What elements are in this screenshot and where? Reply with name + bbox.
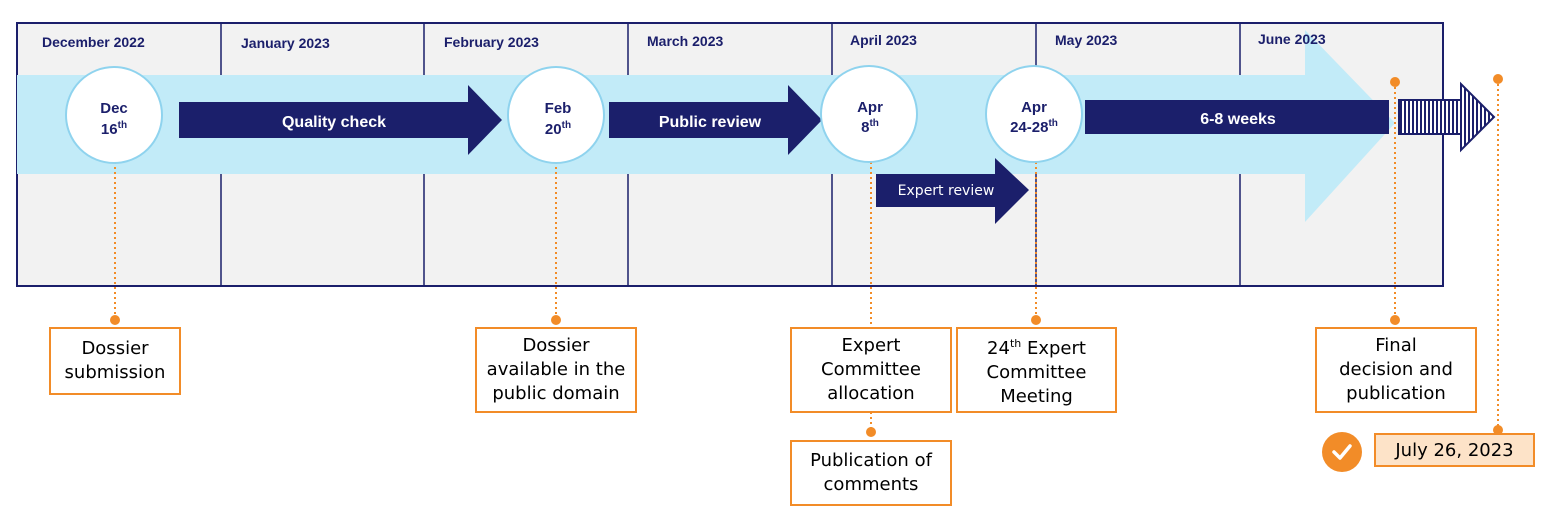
milestone-dec-16: Dec 16th (65, 66, 163, 164)
dossier-available-text: Dossier available in the public domain (486, 335, 626, 404)
milestone-apr-8: Apr 8th (820, 65, 918, 163)
final-striped-arrow (1398, 81, 1496, 153)
six-eight-weeks-label: 6-8 weeks (1200, 111, 1276, 128)
expert-committee-allocation-box: Expert Committee allocation (790, 327, 952, 413)
final-decision-text: Final decision and publication (1339, 335, 1453, 404)
quality-check-label: Quality check (282, 114, 386, 131)
expert-committee-allocation-text: Expert Committee allocation (821, 335, 921, 404)
public-review-label: Public review (659, 114, 762, 131)
month-label-december-2022: December 2022 (42, 34, 145, 50)
expert-committee-meeting-text: 24th Expert Committee Meeting (986, 336, 1087, 407)
month-label-february-2023: February 2023 (444, 34, 539, 50)
dossier-submission-box: Dossier submission (49, 327, 181, 395)
final-decision-box: Final decision and publication (1315, 327, 1477, 413)
month-label-june-2023: June 2023 (1258, 31, 1326, 47)
leader-dots (110, 74, 1503, 437)
publication-of-comments-box: Publication of comments (790, 440, 952, 506)
publication-of-comments-text: Publication of comments (810, 450, 932, 495)
milestone-feb-20: Feb 20th (507, 66, 605, 164)
month-label-march-2023: March 2023 (647, 33, 723, 49)
public-review-arrow (609, 85, 822, 155)
milestone-day: 8th (861, 118, 879, 136)
dossier-submission-text: Dossier submission (64, 338, 166, 383)
milestone-day: 20th (545, 120, 571, 138)
milestone-month: Apr (1021, 99, 1047, 116)
expert-review-label: Expert review (898, 183, 995, 199)
month-label-may-2023: May 2023 (1055, 32, 1117, 48)
expert-committee-meeting-box: 24th Expert Committee Meeting (956, 327, 1117, 413)
month-label-january-2023: January 2023 (241, 35, 330, 51)
month-label-april-2023: April 2023 (850, 32, 917, 48)
milestone-month: Dec (100, 100, 128, 117)
leader-lines (114, 79, 1499, 432)
check-icon (1322, 432, 1362, 472)
milestone-day: 24-28th (1010, 118, 1058, 136)
milestone-apr-24-28: Apr 24-28th (985, 65, 1083, 163)
milestone-month: Apr (857, 99, 883, 116)
milestone-day: 16th (101, 120, 127, 138)
milestone-month: Feb (545, 100, 572, 117)
expert-review-arrow (876, 158, 1029, 224)
six-eight-weeks-bar (1085, 100, 1389, 134)
final-date-box: July 26, 2023 (1374, 433, 1535, 467)
dossier-available-box: Dossier available in the public domain (475, 327, 637, 413)
quality-check-arrow (179, 85, 502, 155)
final-date-text: July 26, 2023 (1395, 439, 1514, 461)
